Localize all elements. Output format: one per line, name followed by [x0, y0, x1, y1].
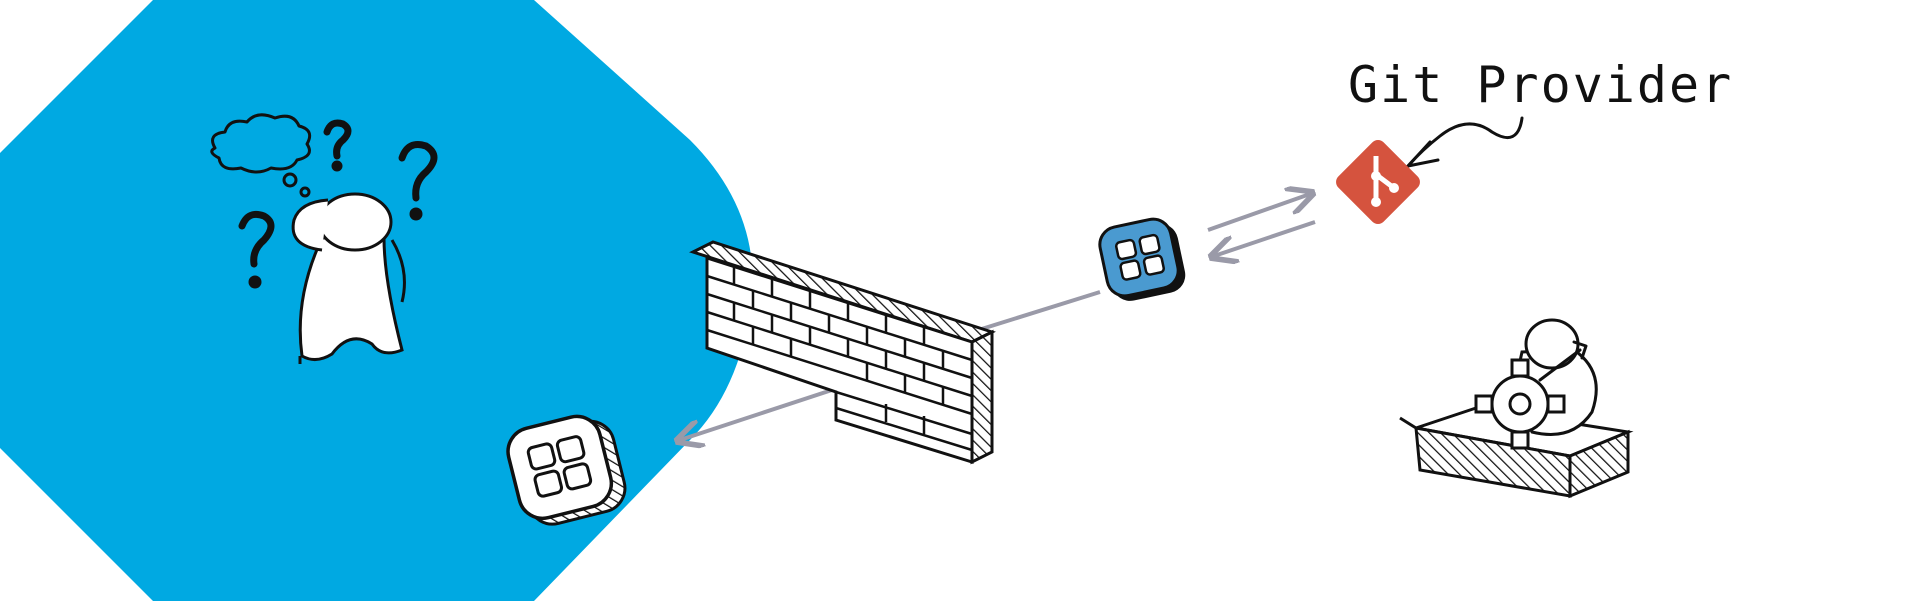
agent-icon-external [1098, 217, 1186, 301]
connection-arrows [680, 194, 1315, 440]
confused-user-icon [210, 113, 438, 364]
git-logo-icon [1336, 140, 1420, 224]
wall-to-inner-agent-arrow [680, 386, 839, 440]
agent-to-git-arrow [1207, 194, 1310, 232]
firewall-icon [689, 240, 996, 465]
agent-icon-internal [506, 414, 627, 526]
mechanic-worker-icon [1399, 318, 1634, 499]
wall-to-agent-line [971, 290, 1101, 334]
label-pointer-arrow [1406, 116, 1524, 168]
git-provider-label: Git Provider [1348, 56, 1733, 114]
git-to-agent-arrow [1214, 220, 1316, 256]
